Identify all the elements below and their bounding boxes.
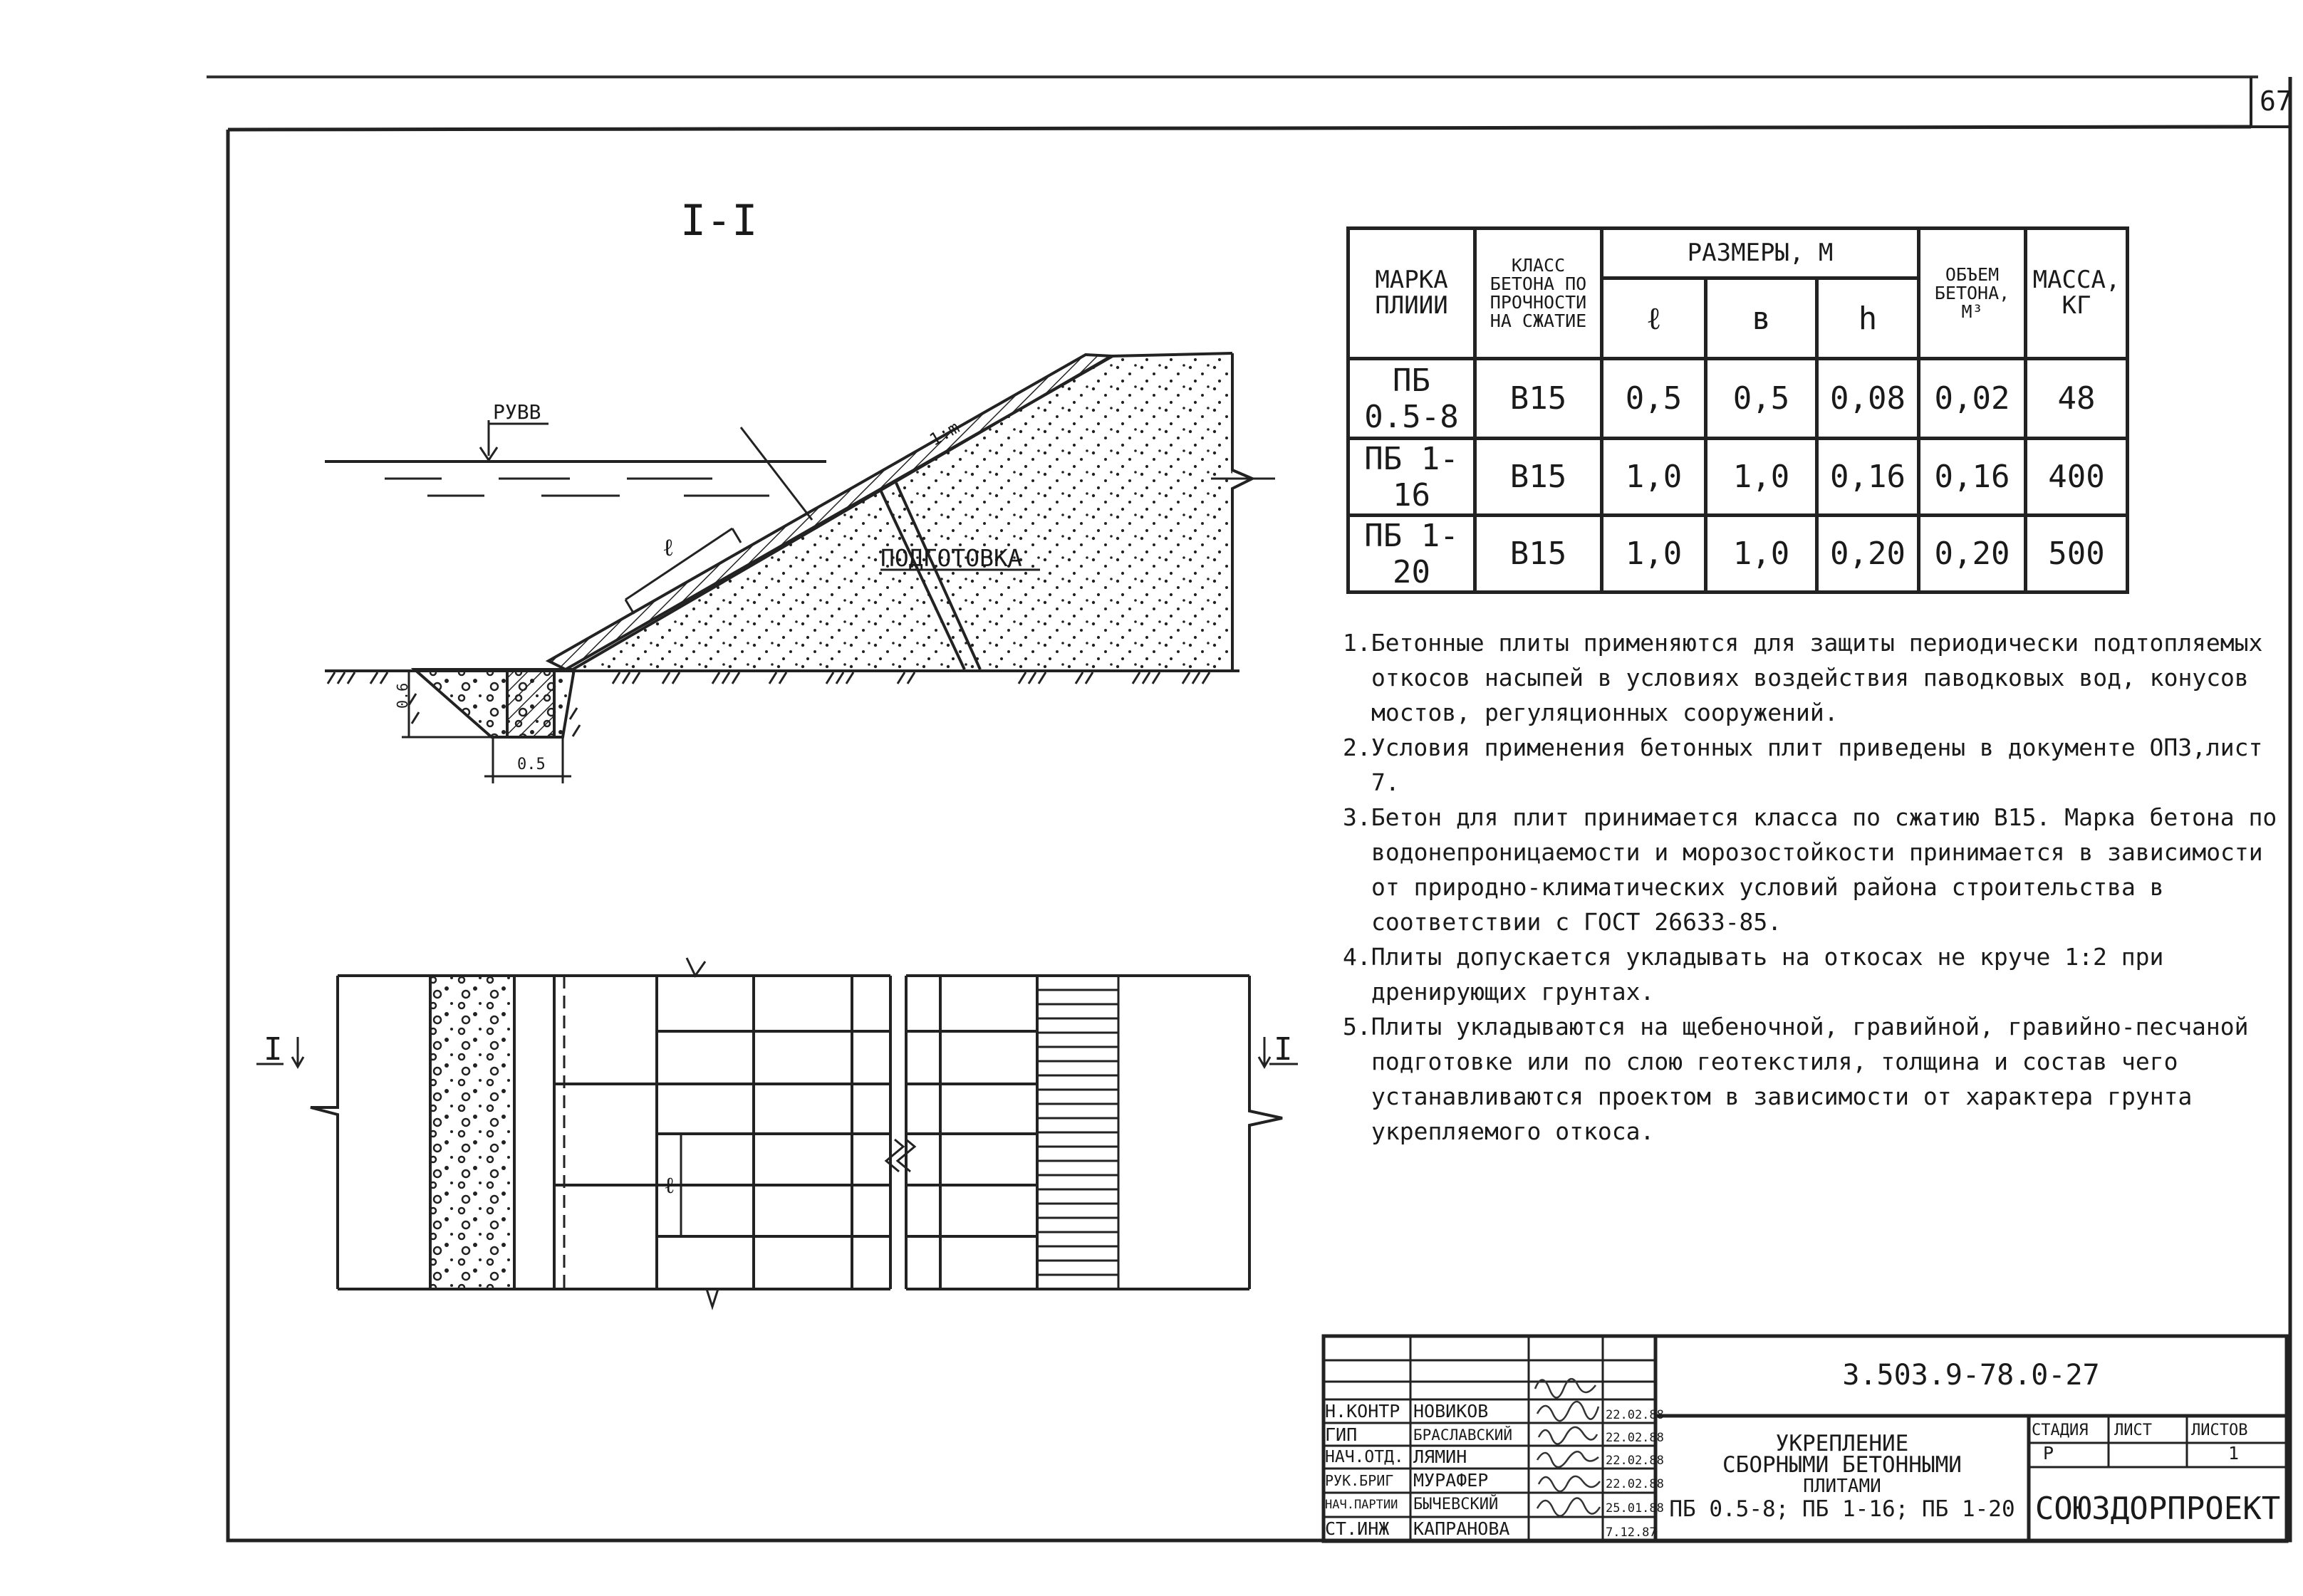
section-marker-left: I	[264, 1031, 283, 1068]
cell-l: 1,0	[1600, 437, 1707, 517]
header-mass: МАССА, КГ	[2024, 226, 2130, 360]
plate-specification-table: МАРКА ПЛИИИ КЛАСС БЕТОНА ПО ПРОЧНОСТИ НА…	[1346, 226, 2130, 594]
table-row: ПБ 1-20 В15 1,0 1,0 0,20 0,20 500	[1346, 513, 2130, 594]
cell-volume: 0,16	[1917, 437, 2028, 517]
cross-section-drawing: РУВВ ПОДГОТОВКА 1:m ℓ	[325, 352, 1275, 783]
cell-l: 1,0	[1600, 513, 1707, 594]
subbase-label: ПОДГОТОВКА	[880, 544, 1022, 572]
role: СТ.ИНЖ	[1325, 1518, 1390, 1539]
cell-h: 0,20	[1814, 513, 1921, 594]
width-dimension: 0.5	[517, 756, 546, 773]
title-block: Н.КОНТР НОВИКОВ 22.02.88 ГИП БРАСЛАВСКИЙ…	[1324, 1336, 2287, 1547]
note-item: 1.Бетонные плиты применяются для защиты …	[1343, 629, 2263, 726]
cell-l: 0,5	[1600, 357, 1707, 440]
title-line-1: УКРЕПЛЕНИЕ	[1775, 1431, 1909, 1456]
sheet-frame	[226, 77, 2292, 1543]
sheets-header: ЛИСТОВ	[2191, 1422, 2248, 1439]
cell-class: В15	[1473, 437, 1603, 517]
header-dimensions: РАЗМЕРЫ, М	[1599, 226, 1921, 280]
slope-length-label: ℓ	[662, 533, 674, 562]
date: 7.12.87	[1606, 1525, 1657, 1540]
name: МУРАФЕР	[1413, 1470, 1489, 1491]
header-concrete-class: КЛАСС БЕТОНА ПО ПРОЧНОСТИ НА СЖАТИЕ	[1473, 226, 1603, 360]
signatures	[1534, 1378, 1601, 1517]
organization-name: СОЮЗДОРПРОЕКТ	[2034, 1491, 2281, 1527]
notes-list: 1.Бетонные плиты применяются для защиты …	[1343, 625, 2283, 1149]
cell-volume: 0,20	[1917, 513, 2028, 594]
note-item: 5.Плиты укладываются на щебеночной, грав…	[1343, 1013, 2249, 1145]
stage-value: Р	[2043, 1443, 2054, 1464]
date: 25.01.88	[1606, 1501, 1664, 1516]
role: Н.КОНТР	[1325, 1401, 1400, 1422]
cell-volume: 0,02	[1917, 357, 2028, 440]
section-marker-right: I	[1274, 1031, 1293, 1068]
stage-header: СТАДИЯ	[2032, 1422, 2089, 1439]
name: ЛЯМИН	[1413, 1446, 1467, 1467]
title-line-2: СБОРНЫМИ БЕТОННЫМИ	[1722, 1452, 1962, 1478]
cell-mass: 500	[2024, 513, 2130, 594]
cell-class: В15	[1473, 357, 1603, 440]
table-row: ПБ 0.5-8 В15 0,5 0,5 0,08 0,02 48	[1346, 357, 2130, 440]
cell-mass: 48	[2024, 357, 2130, 440]
cell-h: 0,08	[1814, 357, 1921, 440]
note-item: 3.Бетон для плит принимается класса по с…	[1343, 803, 2277, 936]
role: НАЧ.ПАРТИИ	[1325, 1498, 1398, 1512]
role: НАЧ.ОТД.	[1325, 1448, 1404, 1466]
cell-b: 1,0	[1704, 513, 1819, 594]
plan-view-drawing: I I ℓ	[256, 957, 1298, 1310]
header-b: в	[1704, 276, 1819, 360]
cell-b: 0,5	[1704, 357, 1819, 440]
sheet-header: ЛИСТ	[2114, 1422, 2152, 1439]
title-line-4: ПБ 0.5-8; ПБ 1-16; ПБ 1-20	[1669, 1496, 2015, 1522]
date: 22.02.88	[1606, 1477, 1664, 1491]
title-block-lines	[1321, 1334, 2289, 1543]
header-l: ℓ	[1600, 276, 1707, 360]
cell-mark: ПБ 0.5-8	[1346, 357, 1477, 440]
header-mark: МАРКА ПЛИИИ	[1346, 226, 1477, 360]
date: 22.02.88	[1606, 1454, 1664, 1468]
header-volume: ОБЪЕМ БЕТОНА, М³	[1917, 226, 2028, 360]
cell-mark: ПБ 1-20	[1346, 513, 1477, 594]
note-item: 4.Плиты допускается укладывать на откоса…	[1343, 943, 2164, 1006]
section-title: I-I	[680, 196, 757, 246]
note-item: 2.Условия применения бетонных плит приве…	[1343, 734, 2263, 796]
title-line-3: ПЛИТАМИ	[1803, 1476, 1881, 1497]
page-number: 67	[2260, 85, 2292, 117]
name: БРАСЛАВСКИЙ	[1413, 1427, 1513, 1444]
page-number-box	[2250, 77, 2290, 128]
header-h: h	[1814, 276, 1921, 360]
plan-length-label: ℓ	[664, 1172, 675, 1199]
role: ГИП	[1325, 1424, 1358, 1445]
cell-class: В15	[1473, 513, 1603, 594]
name: БЫЧЕВСКИЙ	[1413, 1496, 1499, 1513]
cell-mark: ПБ 1-16	[1346, 437, 1477, 517]
water-level-label: РУВВ	[493, 400, 541, 424]
cell-mass: 400	[2024, 437, 2130, 517]
document-code: 3.503.9-78.0-27	[1842, 1359, 2100, 1392]
cell-b: 1,0	[1704, 437, 1819, 517]
date: 22.02.88	[1606, 1431, 1664, 1445]
cell-h: 0,16	[1814, 437, 1921, 517]
role: РУК.БРИГ	[1325, 1472, 1394, 1489]
plan-stripes	[1037, 976, 1120, 1289]
name: КАПРАНОВА	[1413, 1518, 1510, 1539]
table-row: ПБ 1-16 В15 1,0 1,0 0,16 0,16 400	[1346, 437, 2130, 517]
name: НОВИКОВ	[1413, 1401, 1489, 1422]
date: 22.02.88	[1606, 1408, 1664, 1422]
depth-dimension: 0.6	[394, 683, 411, 709]
sheets-value: 1	[2228, 1443, 2240, 1464]
